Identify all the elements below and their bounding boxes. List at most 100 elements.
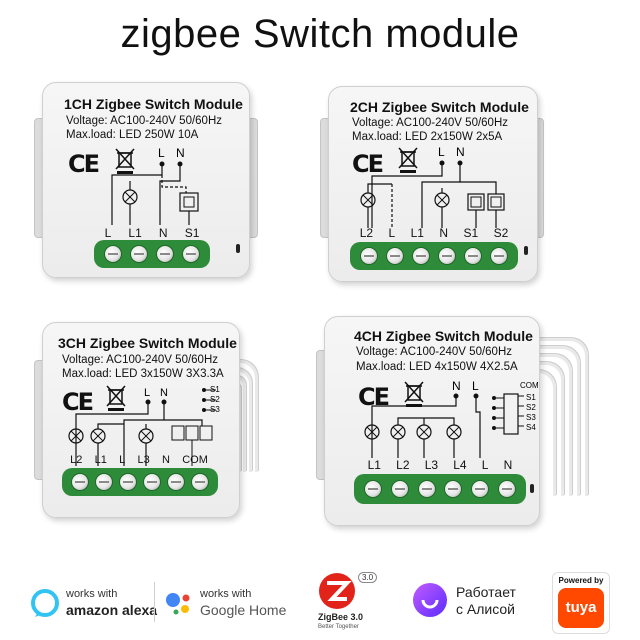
module-voltage: Voltage: AC100-240V 50/60Hz (66, 115, 223, 127)
alexa-name: amazon alexa (66, 602, 158, 618)
terminal-label: L1 (94, 454, 107, 466)
terminal-screw (360, 247, 378, 265)
module-voltage: Voltage: AC100-240V 50/60Hz (352, 117, 509, 129)
terminal-labels: L2 L L1 N S1 S2 (352, 226, 516, 240)
weee-bin-icon (106, 385, 126, 411)
ce-mark: CE (62, 388, 94, 416)
module-voltage: Voltage: AC100-240V 50/60Hz (62, 354, 219, 366)
wiring-diagram: N L COM S1 S2 S3 S4 (364, 379, 539, 458)
terminal-block (62, 468, 218, 496)
terminal-label: L3 (137, 454, 150, 466)
terminal-screw (104, 245, 122, 263)
terminal-screw (490, 247, 508, 265)
output-wires (536, 338, 596, 498)
zigbee-logo-icon (319, 573, 355, 609)
wiring-diagram: L N S1 S2 S3 (68, 385, 220, 466)
google-assistant-icon (166, 593, 190, 615)
tuya-powered-by: Powered by (558, 576, 604, 585)
diagram-label: N (176, 146, 185, 160)
terminal-screw (191, 473, 209, 491)
terminal-screw (470, 480, 489, 498)
terminal-label: L (481, 458, 489, 472)
terminal-label: L2 (70, 454, 83, 466)
terminal-label: N (439, 226, 449, 240)
tuya-badge: Powered by tuya (552, 572, 610, 634)
tuya-name: tuya (565, 599, 597, 616)
terminal-screw (130, 245, 148, 263)
badge-separator (154, 582, 155, 622)
alexa-works-with: works with (66, 588, 118, 600)
module-maxload: Max.load: LED 4x150W 4X2.5A (356, 361, 518, 373)
terminal-labels: L2 L1 L L3 N COM (64, 454, 214, 466)
module-maxload: Max.load: LED 250W 10A (66, 129, 199, 141)
terminal-screw (156, 245, 174, 263)
diagram-label: N (452, 379, 461, 393)
terminal-block (354, 474, 526, 504)
zigbee-name: ZigBee 3.0 (318, 612, 364, 622)
terminal-label: L1 (410, 226, 424, 240)
module-title: 2CH Zigbee Switch Module (350, 99, 529, 115)
terminal-screw (444, 480, 463, 498)
terminal-screw (143, 473, 161, 491)
alexa-ring-icon (31, 589, 59, 617)
terminal-label: L2 (396, 458, 410, 472)
terminal-label: L3 (424, 458, 439, 472)
module-title: 3CH Zigbee Switch Module (58, 335, 237, 351)
terminal-label: L (388, 226, 396, 240)
status-led (524, 246, 528, 255)
terminal-screw (364, 480, 383, 498)
terminal-screw (386, 247, 404, 265)
google-works-with: works with (200, 588, 252, 600)
module-maxload: Max.load: LED 2x150W 2x5A (352, 131, 503, 143)
terminal-label: N (162, 454, 170, 466)
diagram-label: L (472, 379, 479, 393)
terminal-screw (464, 247, 482, 265)
diagram-label: S3 (526, 413, 536, 422)
terminal-screw (95, 473, 113, 491)
alexa-badge: works with amazon alexa (30, 584, 157, 628)
terminal-label: L1 (367, 458, 381, 472)
zigbee-version: 3.0 (358, 572, 378, 583)
module-title: 4CH Zigbee Switch Module (354, 328, 533, 344)
terminal-labels: L1 L2 L3 L4 L N (360, 458, 520, 472)
google-name: Google Home (200, 602, 287, 618)
terminal-screw (417, 480, 436, 498)
diagram-label: S4 (526, 423, 536, 432)
output-wires (236, 360, 276, 472)
alice-line2: с Алисой (456, 601, 515, 617)
diagram-label: S2 (526, 403, 536, 412)
diagram-label: COM (520, 381, 539, 390)
alice-line1: Работает (456, 584, 516, 600)
terminal-label: COM (182, 454, 208, 466)
terminal-label: N (158, 226, 168, 240)
terminal-label: L (119, 454, 126, 466)
zigbee-tagline: Better Together (318, 624, 359, 630)
terminal-screw (167, 473, 185, 491)
terminal-label: S1 (184, 226, 200, 240)
alice-badge: Работает с Алисой (412, 580, 532, 630)
status-led (530, 484, 534, 493)
ce-mark: CE (352, 150, 384, 178)
module-title: 1CH Zigbee Switch Module (64, 96, 243, 112)
terminal-screw (497, 480, 516, 498)
terminal-screw (182, 245, 200, 263)
terminal-label: L2 (359, 226, 374, 240)
terminal-screw (119, 473, 137, 491)
terminal-block (350, 242, 518, 270)
compatibility-badges: works with amazon alexa works with Googl… (0, 570, 640, 636)
diagram-label: S1 (526, 393, 536, 402)
alice-logo-icon (413, 583, 447, 617)
terminal-label: L4 (453, 458, 467, 472)
terminal-block (94, 240, 210, 268)
google-home-badge: works with Google Home (164, 584, 294, 628)
ce-mark: CE (68, 150, 100, 178)
wiring-diagram: L N (111, 146, 199, 225)
diagram-label: L (144, 387, 150, 399)
page-title: zigbee Switch module (120, 12, 520, 56)
terminal-screw (438, 247, 456, 265)
terminal-label: S2 (493, 226, 509, 240)
terminal-label: L (104, 226, 112, 240)
terminal-screw (412, 247, 430, 265)
weee-bin-icon (115, 148, 135, 174)
terminal-label: L1 (128, 226, 142, 240)
